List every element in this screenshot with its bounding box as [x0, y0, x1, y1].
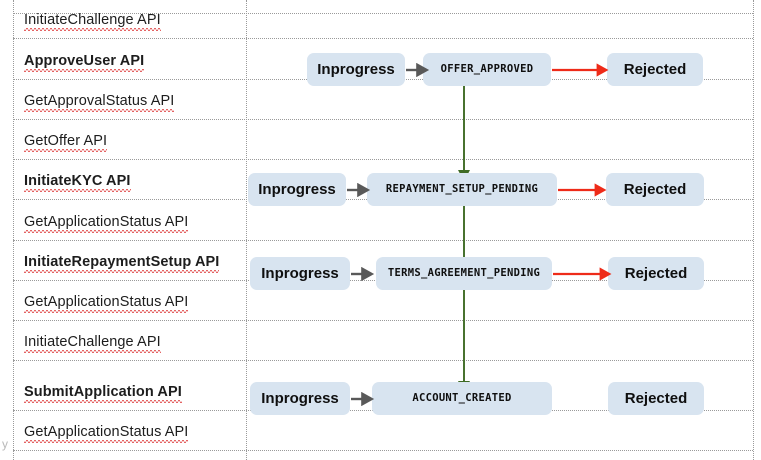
api-label-row-7: GetApplicationStatus API	[24, 282, 239, 322]
api-label-text: GetApplicationStatus API	[24, 213, 189, 233]
node-label: Inprogress	[317, 61, 395, 78]
grid-hline	[13, 159, 753, 160]
arrow-red-approveuser	[552, 63, 609, 77]
node-inprogress-approveuser[interactable]: Inprogress	[307, 53, 405, 86]
arrow-gray-submitapplication	[351, 391, 375, 407]
node-offer-approved[interactable]: OFFER_APPROVED	[423, 53, 551, 86]
grid-hline	[13, 450, 753, 451]
node-inprogress-initiatekyc[interactable]: Inprogress	[248, 173, 346, 206]
grid-hline	[13, 38, 753, 39]
api-label-text: InitiateChallenge API	[24, 333, 161, 353]
node-inprogress-initiaterepaymentsetup[interactable]: Inprogress	[250, 257, 350, 290]
api-label-row-10: GetApplicationStatus API	[24, 412, 239, 452]
api-label-text: GetApplicationStatus API	[24, 423, 189, 443]
arrow-red-initiatekyc	[558, 183, 607, 197]
grid-vline-left	[13, 0, 14, 460]
api-label-row-1: ApproveUser API	[24, 41, 239, 81]
node-label: REPAYMENT_SETUP_PENDING	[385, 183, 539, 196]
api-label-row-5: GetApplicationStatus API	[24, 202, 239, 242]
node-rejected-initiatekyc[interactable]: Rejected	[606, 173, 704, 206]
arrow-gray-initiatekyc	[347, 182, 371, 198]
node-label: Rejected	[624, 390, 688, 407]
api-label-text: InitiateRepaymentSetup API	[24, 253, 220, 273]
api-label-row-3: GetOffer API	[24, 121, 239, 161]
api-label-text: InitiateChallenge API	[24, 11, 161, 31]
api-label-row-4: InitiateKYC API	[24, 161, 239, 201]
node-label: Rejected	[623, 61, 687, 78]
api-label-row-9: SubmitApplication API	[24, 372, 239, 412]
arrow-gray-initiaterepaymentsetup	[351, 266, 375, 282]
grid-vline-middle	[246, 0, 247, 460]
node-label: Inprogress	[261, 265, 339, 282]
node-label: TERMS_AGREEMENT_PENDING	[387, 267, 541, 280]
grid-hline	[13, 119, 753, 120]
node-rejected-initiaterepaymentsetup[interactable]: Rejected	[608, 257, 704, 290]
grid-hline	[13, 13, 753, 14]
node-label: OFFER_APPROVED	[440, 63, 534, 76]
api-label-row-0: InitiateChallenge API	[24, 0, 239, 40]
stray-glyph-artifact: y	[2, 437, 8, 451]
node-label: Rejected	[623, 181, 687, 198]
api-label-row-8: InitiateChallenge API	[24, 322, 239, 362]
node-repayment-setup-pending[interactable]: REPAYMENT_SETUP_PENDING	[367, 173, 557, 206]
node-terms-agreement-pending[interactable]: TERMS_AGREEMENT_PENDING	[376, 257, 552, 290]
grid-vline-right	[753, 0, 754, 460]
api-label-text: ApproveUser API	[24, 52, 145, 72]
api-label-text: GetApplicationStatus API	[24, 293, 189, 313]
api-label-text: GetApprovalStatus API	[24, 92, 175, 112]
arrow-red-initiaterepaymentsetup	[553, 267, 612, 281]
node-account-created[interactable]: ACCOUNT_CREATED	[372, 382, 552, 415]
api-label-text: InitiateKYC API	[24, 172, 131, 192]
grid-hline	[13, 240, 753, 241]
node-rejected-submitapplication[interactable]: Rejected	[608, 382, 704, 415]
api-label-text: GetOffer API	[24, 132, 108, 152]
node-rejected-approveuser[interactable]: Rejected	[607, 53, 703, 86]
grid-hline	[13, 360, 753, 361]
api-label-text: SubmitApplication API	[24, 383, 182, 403]
api-label-row-6: InitiateRepaymentSetup API	[24, 242, 239, 282]
node-inprogress-submitapplication[interactable]: Inprogress	[250, 382, 350, 415]
node-label: Inprogress	[261, 390, 339, 407]
node-label: ACCOUNT_CREATED	[412, 392, 512, 405]
arrow-gray-approveuser	[406, 62, 430, 78]
node-label: Rejected	[624, 265, 688, 282]
node-label: Inprogress	[258, 181, 336, 198]
grid-hline	[13, 320, 753, 321]
api-label-row-2: GetApprovalStatus API	[24, 81, 239, 121]
